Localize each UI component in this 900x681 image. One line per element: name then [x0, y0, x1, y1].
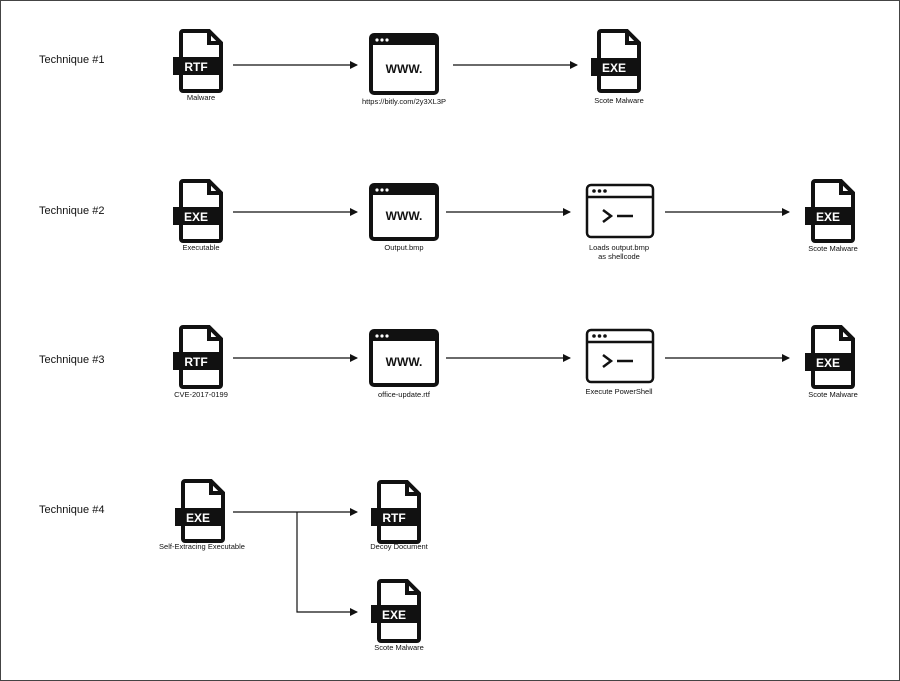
- exe-file-icon: EXE: [173, 179, 223, 243]
- exe-file-icon: EXE: [591, 29, 641, 93]
- svg-text:RTF: RTF: [184, 60, 207, 74]
- node-caption: Executable: [182, 243, 220, 252]
- svg-text:EXE: EXE: [382, 608, 406, 622]
- technique-3-label: Technique #3: [39, 354, 105, 366]
- rtf-file-icon: RTF: [173, 325, 223, 389]
- svg-text:WWW.: WWW.: [386, 355, 423, 369]
- svg-text:RTF: RTF: [382, 511, 405, 525]
- node-caption: Decoy Document: [370, 542, 428, 551]
- rtf-file-icon: RTF: [371, 480, 421, 544]
- exe-file-icon: EXE: [175, 479, 225, 543]
- rtf-file-icon: RTF: [173, 29, 223, 93]
- node-caption: Scote Malware: [808, 390, 858, 399]
- svg-text:EXE: EXE: [184, 210, 208, 224]
- svg-text:WWW.: WWW.: [386, 62, 423, 76]
- svg-text:EXE: EXE: [186, 511, 210, 525]
- node-caption: https://bitly.com/2y3XL3P: [361, 97, 447, 106]
- node-caption: Scote Malware: [374, 643, 424, 652]
- node-caption: Scote Malware: [808, 244, 858, 253]
- node-caption: Self-Extracing Executable: [159, 542, 245, 551]
- exe-file-icon: EXE: [371, 579, 421, 643]
- node-caption: Malware: [186, 93, 216, 102]
- exe-file-icon: EXE: [805, 179, 855, 243]
- node-caption: Loads output.bmp as shellcode: [588, 243, 650, 261]
- svg-text:EXE: EXE: [816, 210, 840, 224]
- node-caption: Execute PowerShell: [585, 387, 653, 396]
- arrow-t4-branch: [296, 512, 358, 616]
- browser-window-icon: WWW.: [369, 329, 439, 387]
- technique-2-label: Technique #2: [39, 205, 105, 217]
- node-caption: office-update.rtf: [378, 390, 430, 399]
- browser-window-icon: WWW.: [369, 183, 439, 241]
- node-caption: Output.bmp: [384, 243, 424, 252]
- terminal-window-icon: [585, 328, 655, 384]
- exe-file-icon: EXE: [805, 325, 855, 389]
- svg-text:RTF: RTF: [184, 355, 207, 369]
- svg-text:EXE: EXE: [816, 356, 840, 370]
- node-caption: Scote Malware: [594, 96, 644, 105]
- technique-1-label: Technique #1: [39, 54, 105, 66]
- svg-text:WWW.: WWW.: [386, 209, 423, 223]
- browser-window-icon: WWW.: [369, 33, 439, 95]
- node-caption: CVE-2017-0199: [174, 390, 228, 399]
- terminal-window-icon: [585, 183, 655, 239]
- svg-text:EXE: EXE: [602, 61, 626, 75]
- technique-4-label: Technique #4: [39, 504, 105, 516]
